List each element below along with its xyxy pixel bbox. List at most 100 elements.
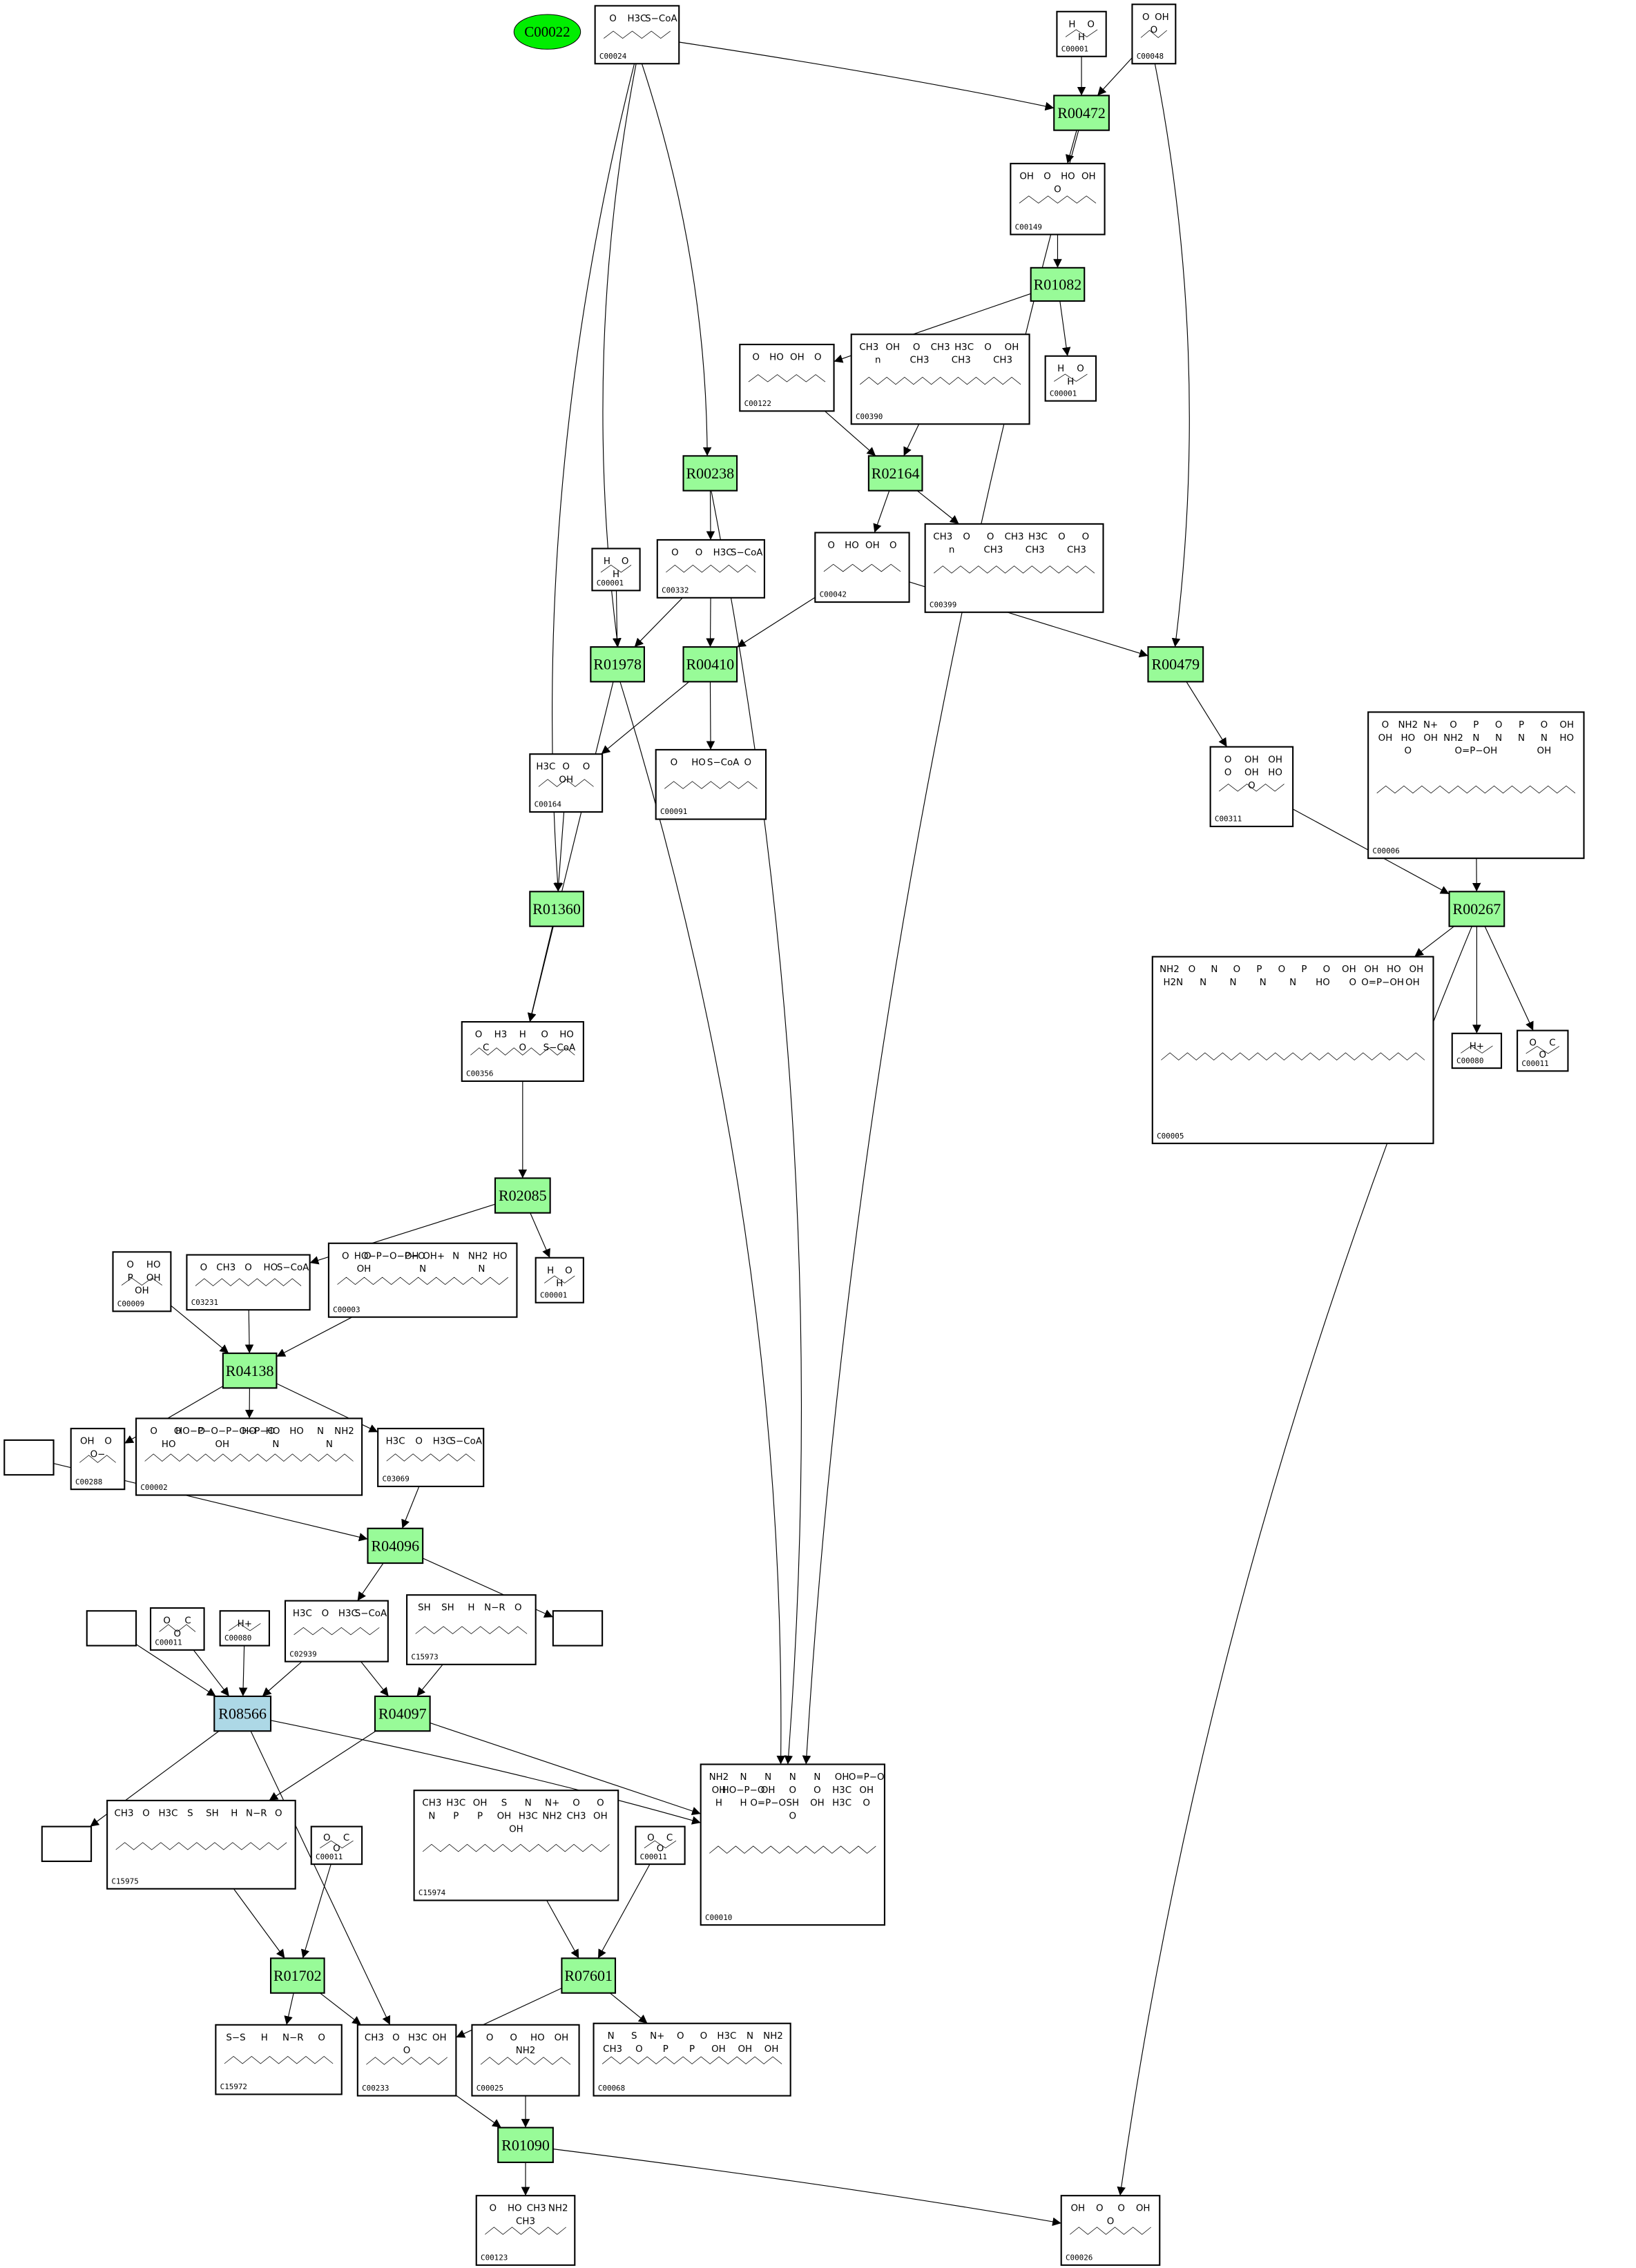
compound-box[interactable] (406, 1594, 537, 1665)
compound-box[interactable] (1367, 711, 1585, 860)
compound-box[interactable] (135, 1417, 363, 1496)
reaction-node-r07601[interactable]: R07601 (561, 1957, 617, 1994)
reaction-box[interactable] (1147, 646, 1204, 683)
compound-box[interactable] (1044, 355, 1097, 402)
reaction-node-r00472[interactable]: R00472 (1053, 95, 1110, 131)
reaction-node-r04138[interactable]: R04138 (222, 1353, 278, 1389)
compound-box[interactable] (186, 1254, 311, 1311)
compound-box[interactable] (310, 1825, 363, 1865)
compound-box[interactable] (594, 5, 680, 65)
compound-box[interactable] (814, 532, 910, 603)
compound-box[interactable] (655, 748, 767, 820)
reaction-node-r04096[interactable]: R04096 (367, 1527, 424, 1564)
compound-box[interactable] (700, 1763, 885, 1926)
reaction-box[interactable] (494, 1177, 551, 1214)
reaction-node-r02164[interactable]: R02164 (867, 455, 923, 492)
compound-box[interactable] (924, 523, 1104, 613)
compound-box[interactable] (635, 1825, 686, 1865)
compound-box[interactable] (215, 2024, 343, 2095)
compound-box[interactable] (1151, 956, 1434, 1145)
compound-box[interactable] (739, 343, 835, 412)
compound-box[interactable] (591, 547, 641, 592)
compound-box[interactable] (475, 2195, 576, 2266)
reaction-node-r01360[interactable]: R01360 (529, 891, 584, 927)
reaction-node-r00410[interactable]: R00410 (682, 646, 738, 683)
reaction-box[interactable] (682, 646, 738, 683)
reaction-box[interactable] (1053, 95, 1110, 131)
empty-compound-node[interactable] (3, 1439, 55, 1476)
compound-box[interactable] (219, 1610, 270, 1647)
compound-box[interactable] (850, 333, 1030, 425)
reaction-box[interactable] (269, 1957, 325, 1994)
reaction-node-r00238[interactable]: R00238 (682, 455, 738, 492)
compound-box[interactable] (356, 2024, 457, 2097)
reaction-box[interactable] (1448, 891, 1505, 927)
compound-box[interactable] (471, 2024, 580, 2097)
compound-box[interactable] (86, 1610, 137, 1647)
reaction-box[interactable] (367, 1527, 424, 1564)
query-compound-node[interactable]: C00022 (513, 14, 581, 50)
compound-box[interactable] (377, 1428, 485, 1488)
reaction-box[interactable] (497, 2126, 554, 2164)
compound-box[interactable] (1056, 10, 1107, 57)
reaction-node-r01978[interactable]: R01978 (590, 646, 645, 683)
compound-box[interactable] (1010, 162, 1106, 235)
compound-box[interactable] (149, 1607, 205, 1651)
compound-box[interactable] (529, 753, 604, 813)
compound-box[interactable] (3, 1439, 55, 1476)
reaction-box[interactable] (222, 1353, 278, 1389)
reaction-node-r04097[interactable]: R04097 (374, 1695, 431, 1732)
empty-compound-node[interactable] (86, 1610, 137, 1647)
compound-box[interactable] (593, 2022, 791, 2097)
compound-box[interactable] (1517, 1029, 1569, 1072)
compound-box[interactable] (1451, 1032, 1503, 1069)
empty-compound-node[interactable] (552, 1610, 604, 1647)
compound-box[interactable] (70, 1428, 126, 1491)
compound-box[interactable] (41, 1825, 93, 1862)
reaction-node-r00267[interactable]: R00267 (1448, 891, 1505, 927)
reaction-box[interactable] (682, 455, 738, 492)
reaction-box[interactable] (213, 1695, 272, 1732)
compound-box[interactable] (413, 1790, 619, 1901)
reaction-node-r01702[interactable]: R01702 (269, 1957, 325, 1994)
query-compound-ellipse[interactable] (513, 14, 581, 50)
reaction-node-r01082[interactable]: R01082 (1030, 266, 1086, 302)
reaction-box[interactable] (529, 891, 584, 927)
reaction-node-r02085[interactable]: R02085 (494, 1177, 551, 1214)
reaction-box[interactable] (867, 455, 923, 492)
reaction-node-r08566[interactable]: R08566 (213, 1695, 272, 1732)
